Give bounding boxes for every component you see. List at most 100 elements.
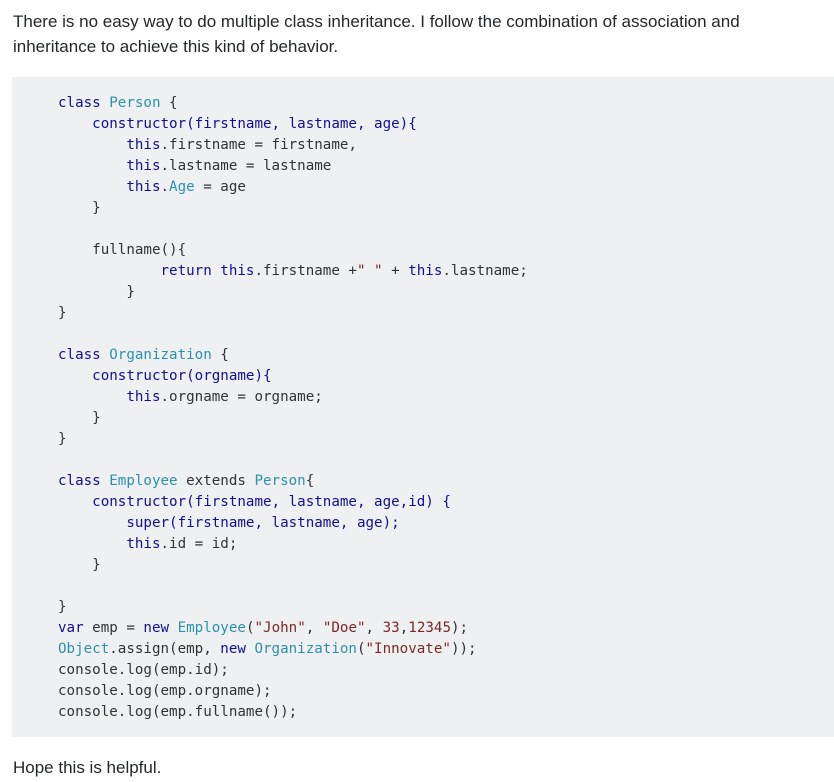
code-line: console.log(emp.orgname); xyxy=(58,681,528,702)
code-token: this xyxy=(58,179,161,195)
code-token: "John" xyxy=(254,620,306,636)
code-line: } xyxy=(58,597,528,618)
code-token: } xyxy=(58,599,67,615)
code-line: this.id = id; xyxy=(58,534,528,555)
code-token: , xyxy=(399,620,409,636)
code-token: .id = id; xyxy=(160,536,238,552)
code-line: class Employee extends Person{ xyxy=(58,471,528,492)
code-token: this xyxy=(408,263,443,279)
code-token: "Doe" xyxy=(322,620,366,636)
code-token: console.log(emp.orgname); xyxy=(58,683,272,699)
code-line: return this.firstname +" " + this.lastna… xyxy=(58,261,528,282)
code-line: constructor(firstname, lastname, age,id)… xyxy=(58,492,528,513)
code-line: } xyxy=(58,429,528,450)
code-token: Object xyxy=(58,641,110,657)
intro-paragraph: There is no easy way to do multiple clas… xyxy=(13,12,740,56)
code-token: .lastname = lastname xyxy=(160,158,332,174)
code-token: return xyxy=(58,263,212,279)
code-block[interactable]: class Person { constructor(firstname, la… xyxy=(12,77,834,737)
code-line: var emp = new Employee("John", "Doe", 33… xyxy=(58,618,528,639)
code-line: this.lastname = lastname xyxy=(58,156,528,177)
code-token: super(firstname, lastname, age); xyxy=(58,515,400,531)
code-line: Object.assign(emp, new Organization("Inn… xyxy=(58,639,528,660)
code-content: class Person { constructor(firstname, la… xyxy=(58,93,528,723)
code-token: 33 xyxy=(382,620,400,636)
code-token: .orgname = orgname; xyxy=(160,389,323,405)
code-token: } xyxy=(58,305,67,321)
code-token: + xyxy=(382,263,409,279)
code-line: console.log(emp.fullname()); xyxy=(58,702,528,723)
code-token: ); xyxy=(451,620,469,636)
code-token: Employee xyxy=(109,473,178,489)
code-token: this xyxy=(58,137,161,153)
code-token: Person xyxy=(254,473,306,489)
code-token: var xyxy=(58,620,93,636)
code-line xyxy=(58,219,528,240)
code-token: .firstname = firstname, xyxy=(160,137,357,153)
code-token: = age xyxy=(194,179,246,195)
code-token: class xyxy=(58,347,110,363)
code-token: Employee xyxy=(177,620,246,636)
code-token: } xyxy=(58,410,101,426)
code-line: fullname(){ xyxy=(58,240,528,261)
code-token: constructor(orgname){ xyxy=(58,368,272,384)
code-token: " " xyxy=(356,263,383,279)
code-token: } xyxy=(58,284,135,300)
code-token: Person xyxy=(109,95,161,111)
code-token: new xyxy=(143,620,178,636)
code-token: 12345 xyxy=(408,620,451,636)
code-token: , xyxy=(305,620,323,636)
code-line: this.orgname = orgname; xyxy=(58,387,528,408)
code-line: constructor(firstname, lastname, age){ xyxy=(58,114,528,135)
code-token: { xyxy=(305,473,315,489)
code-token: this xyxy=(58,389,161,405)
code-token: ( xyxy=(356,641,366,657)
code-token: , xyxy=(365,620,383,636)
code-line: class Organization { xyxy=(58,345,528,366)
code-line: console.log(emp.id); xyxy=(58,660,528,681)
code-token: constructor(firstname, lastname, age,id)… xyxy=(58,494,451,510)
code-token xyxy=(212,263,221,279)
code-token: .lastname; xyxy=(442,263,528,279)
code-token: .firstname + xyxy=(254,263,357,279)
code-token: constructor(firstname, lastname, age){ xyxy=(58,116,417,132)
code-token: { xyxy=(211,347,229,363)
code-line: } xyxy=(58,303,528,324)
code-line: super(firstname, lastname, age); xyxy=(58,513,528,534)
code-token: this xyxy=(58,158,161,174)
code-token: } xyxy=(58,200,101,216)
code-token: class xyxy=(58,95,110,111)
code-line: constructor(orgname){ xyxy=(58,366,528,387)
code-line: } xyxy=(58,198,528,219)
code-line: class Person { xyxy=(58,93,528,114)
code-token: "Innovate" xyxy=(365,641,451,657)
code-token: { xyxy=(160,95,178,111)
code-token: . xyxy=(160,179,170,195)
code-token: console.log(emp.fullname()); xyxy=(58,704,298,720)
code-token: this xyxy=(58,536,161,552)
code-line: } xyxy=(58,282,528,303)
code-token: .assign(emp, xyxy=(109,641,221,657)
code-token: emp = xyxy=(92,620,144,636)
code-token: this xyxy=(220,263,255,279)
code-line: } xyxy=(58,408,528,429)
code-token: ( xyxy=(245,620,255,636)
code-token: )); xyxy=(450,641,477,657)
code-token: fullname(){ xyxy=(58,242,187,258)
code-line: } xyxy=(58,555,528,576)
code-token: class xyxy=(58,473,110,489)
code-line: this.firstname = firstname, xyxy=(58,135,528,156)
code-line xyxy=(58,576,528,597)
code-token: Age xyxy=(169,179,195,195)
code-token: new xyxy=(220,641,255,657)
code-line xyxy=(58,450,528,471)
outro-paragraph: Hope this is helpful. xyxy=(13,758,162,777)
code-token: Organization xyxy=(254,641,357,657)
code-line xyxy=(58,324,528,345)
code-token: console.log(emp.id); xyxy=(58,662,229,678)
code-line: this.Age = age xyxy=(58,177,528,198)
code-token: } xyxy=(58,557,101,573)
code-token: Organization xyxy=(109,347,212,363)
code-token: extends xyxy=(177,473,255,489)
